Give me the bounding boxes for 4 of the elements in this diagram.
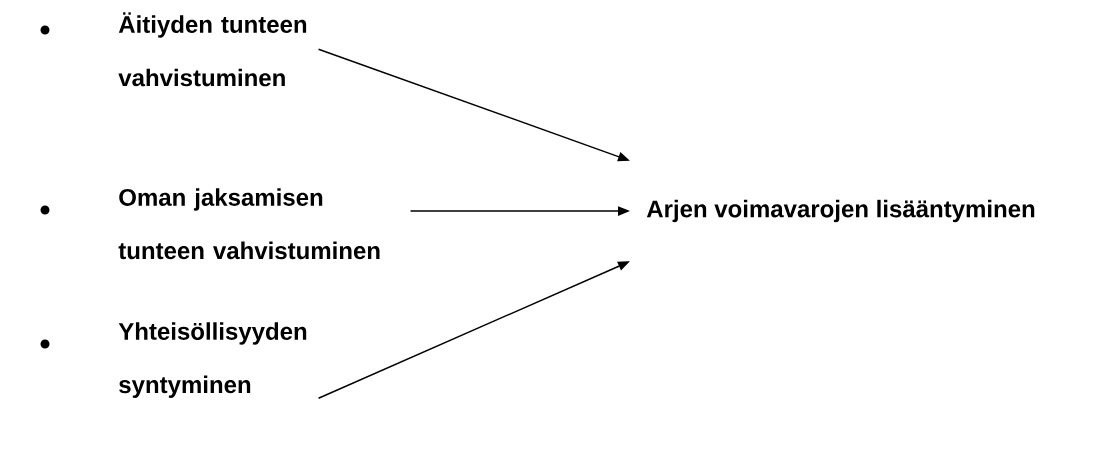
text-label: Oman jaksamisen tunteen vahvistuminen — [118, 188, 380, 260]
text-label: Äitiyden tunteen vahvistuminen — [118, 12, 307, 87]
text-label: Yhteisöllisyyden syntyminen — [118, 322, 307, 398]
text-label: Arjen voimavarojen lisääntyminen — [646, 199, 1035, 223]
